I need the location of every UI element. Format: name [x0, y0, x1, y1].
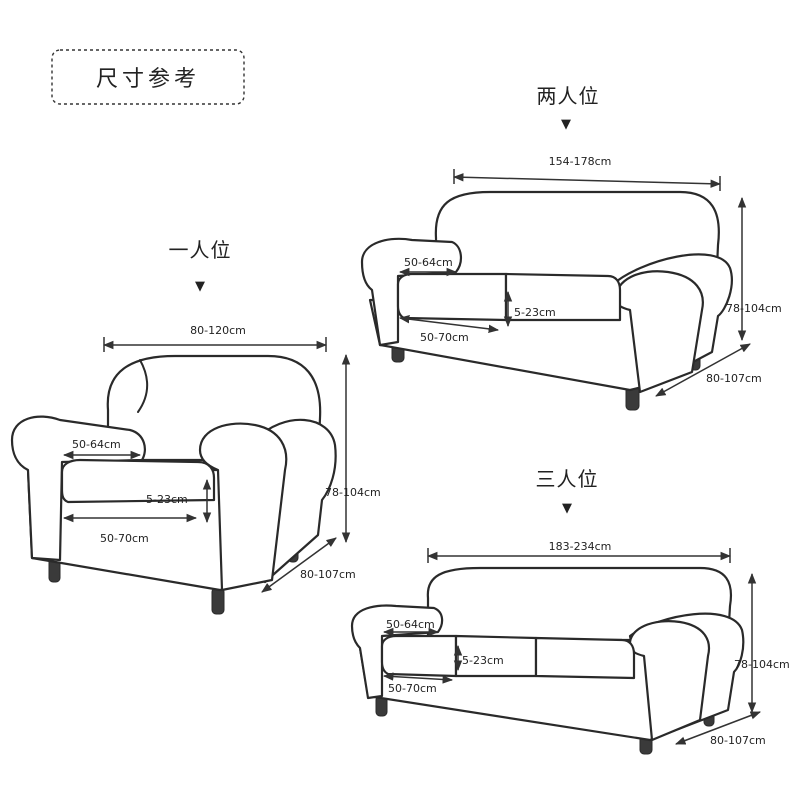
single-arm-label: 50-64cm: [72, 438, 121, 451]
back-crease: [137, 359, 149, 413]
triple-sofa: [350, 566, 745, 755]
seat-cushion: [380, 634, 458, 678]
single-cushion-height-label: 5-23cm: [146, 493, 188, 506]
seat-cushion: [534, 636, 636, 680]
double-depth-label: 80-107cm: [706, 372, 762, 385]
double-depth-line: [655, 343, 751, 397]
double-width-line: [452, 173, 722, 188]
double-sofa: [360, 190, 733, 411]
double-down-arrow-icon: ▼: [561, 117, 571, 132]
triple-seat-depth-line: [382, 672, 454, 684]
leg: [211, 587, 225, 615]
triple-seat-label: 三人位: [536, 467, 599, 491]
single-down-arrow-icon: ▼: [195, 279, 205, 294]
double-height-label: 78-104cm: [726, 302, 782, 315]
page-title: 尺寸参考: [96, 67, 200, 92]
seat-cushion: [60, 458, 216, 504]
double-cushion-height-label: 5-23cm: [514, 306, 556, 319]
single-sofa: [10, 354, 337, 615]
triple-cushion-height-label: 5-23cm: [462, 654, 504, 667]
triple-height-label: 78-104cm: [734, 658, 790, 671]
triple-width-label: 183-234cm: [549, 540, 612, 553]
triple-down-arrow-icon: ▼: [562, 501, 572, 516]
triple-arm-label: 50-64cm: [386, 618, 435, 631]
single-seat-label: 一人位: [169, 238, 232, 262]
single-height-label: 78-104cm: [325, 486, 381, 499]
single-seat-depth-label: 50-70cm: [100, 532, 149, 545]
left-arm: [360, 237, 462, 347]
title-box: 尺寸参考: [51, 49, 245, 105]
double-arm-label: 50-64cm: [404, 256, 453, 269]
triple-seat-depth-label: 50-70cm: [388, 682, 437, 695]
seat-cushion: [396, 272, 508, 322]
single-depth-line: [261, 537, 337, 593]
right-arm: [628, 620, 711, 742]
triple-depth-line: [675, 711, 761, 745]
double-seat-depth-line: [398, 314, 500, 334]
seat-cushion: [504, 272, 622, 322]
triple-depth-label: 80-107cm: [710, 734, 766, 747]
single-width-label: 80-120cm: [190, 324, 246, 337]
double-width-label: 154-178cm: [549, 155, 612, 168]
double-seat-label: 两人位: [537, 84, 600, 108]
single-depth-label: 80-107cm: [300, 568, 356, 581]
double-seat-depth-label: 50-70cm: [420, 331, 469, 344]
